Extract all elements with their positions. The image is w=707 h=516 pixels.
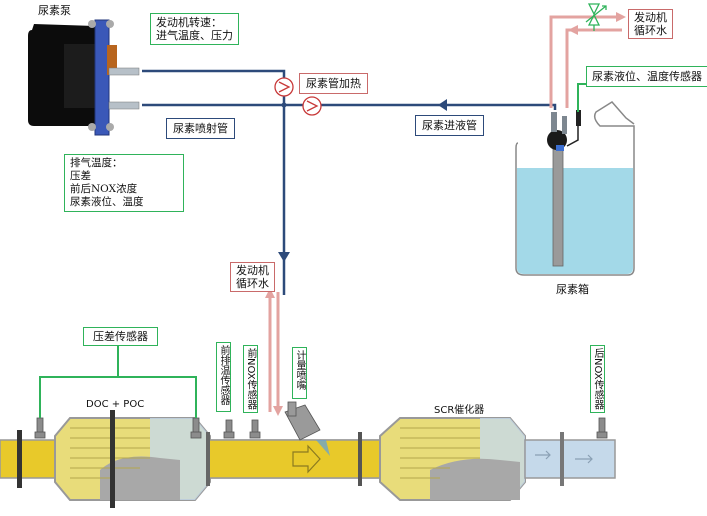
injection-pipe-label: 尿素喷射管 bbox=[166, 118, 235, 139]
coolant-mid-line-2: 循环水 bbox=[236, 277, 269, 290]
tank-label: 尿素箱 bbox=[556, 283, 589, 296]
flow-arrow-injection bbox=[278, 252, 290, 262]
doc-poc-label: DOC + POC bbox=[86, 399, 145, 410]
rear-nox-sensor-label: 后NOX传感器 bbox=[590, 345, 605, 413]
dosing-nozzle-label: 计量喷嘴 bbox=[292, 347, 307, 399]
urea-tank bbox=[515, 101, 635, 276]
coolant-top-line-1: 发动机 bbox=[634, 11, 667, 24]
urea-pump bbox=[28, 19, 140, 136]
supply-pipe-label: 尿素进液管 bbox=[415, 115, 484, 136]
sensor-inputs-line-4: 尿素液位、温度 bbox=[70, 196, 144, 208]
engine-inputs-line-2: 进气温度、压力 bbox=[156, 29, 233, 42]
coolant-mid-line-1: 发动机 bbox=[236, 264, 269, 277]
urea-lines bbox=[142, 69, 557, 295]
coolant-top-line-2: 循环水 bbox=[634, 24, 667, 37]
sensor-inputs-line-3: 前后NOX浓度 bbox=[70, 183, 138, 195]
sensor-inputs-line-1: 排气温度： bbox=[70, 157, 123, 169]
coolant-mid-label: 发动机 循环水 bbox=[230, 262, 275, 292]
dp-sensor-wiring bbox=[39, 342, 197, 418]
sensor-inputs-box: 排气温度： 压差 前后NOX浓度 尿素液位、温度 bbox=[64, 154, 184, 212]
scr-label: SCR催化器 bbox=[434, 405, 485, 416]
sensor-inputs-line-2: 压差 bbox=[70, 170, 91, 182]
front-temp-sensor-label: 前排温传感器 bbox=[216, 342, 231, 412]
pump-label: 尿素泵 bbox=[38, 4, 71, 17]
coolant-valve-icon bbox=[585, 3, 607, 31]
flow-arrow-icon bbox=[292, 444, 321, 474]
engine-inputs-line-1: 发动机转速： bbox=[156, 16, 222, 29]
flow-arrow-supply bbox=[438, 99, 447, 111]
front-nox-sensor-label: 前NOX传感器 bbox=[243, 345, 258, 413]
tank-sensor-label: 尿素液位、温度传感器 bbox=[586, 66, 707, 87]
coolant-top-label: 发动机 循环水 bbox=[628, 9, 673, 39]
pipe-heating-label: 尿素管加热 bbox=[299, 73, 368, 94]
heater-icon bbox=[274, 77, 322, 116]
exhaust-system bbox=[0, 401, 616, 508]
engine-inputs-box: 发动机转速： 进气温度、压力 bbox=[150, 13, 239, 45]
dp-sensor-label: 压差传感器 bbox=[83, 327, 158, 346]
dosing-injector bbox=[284, 401, 321, 441]
